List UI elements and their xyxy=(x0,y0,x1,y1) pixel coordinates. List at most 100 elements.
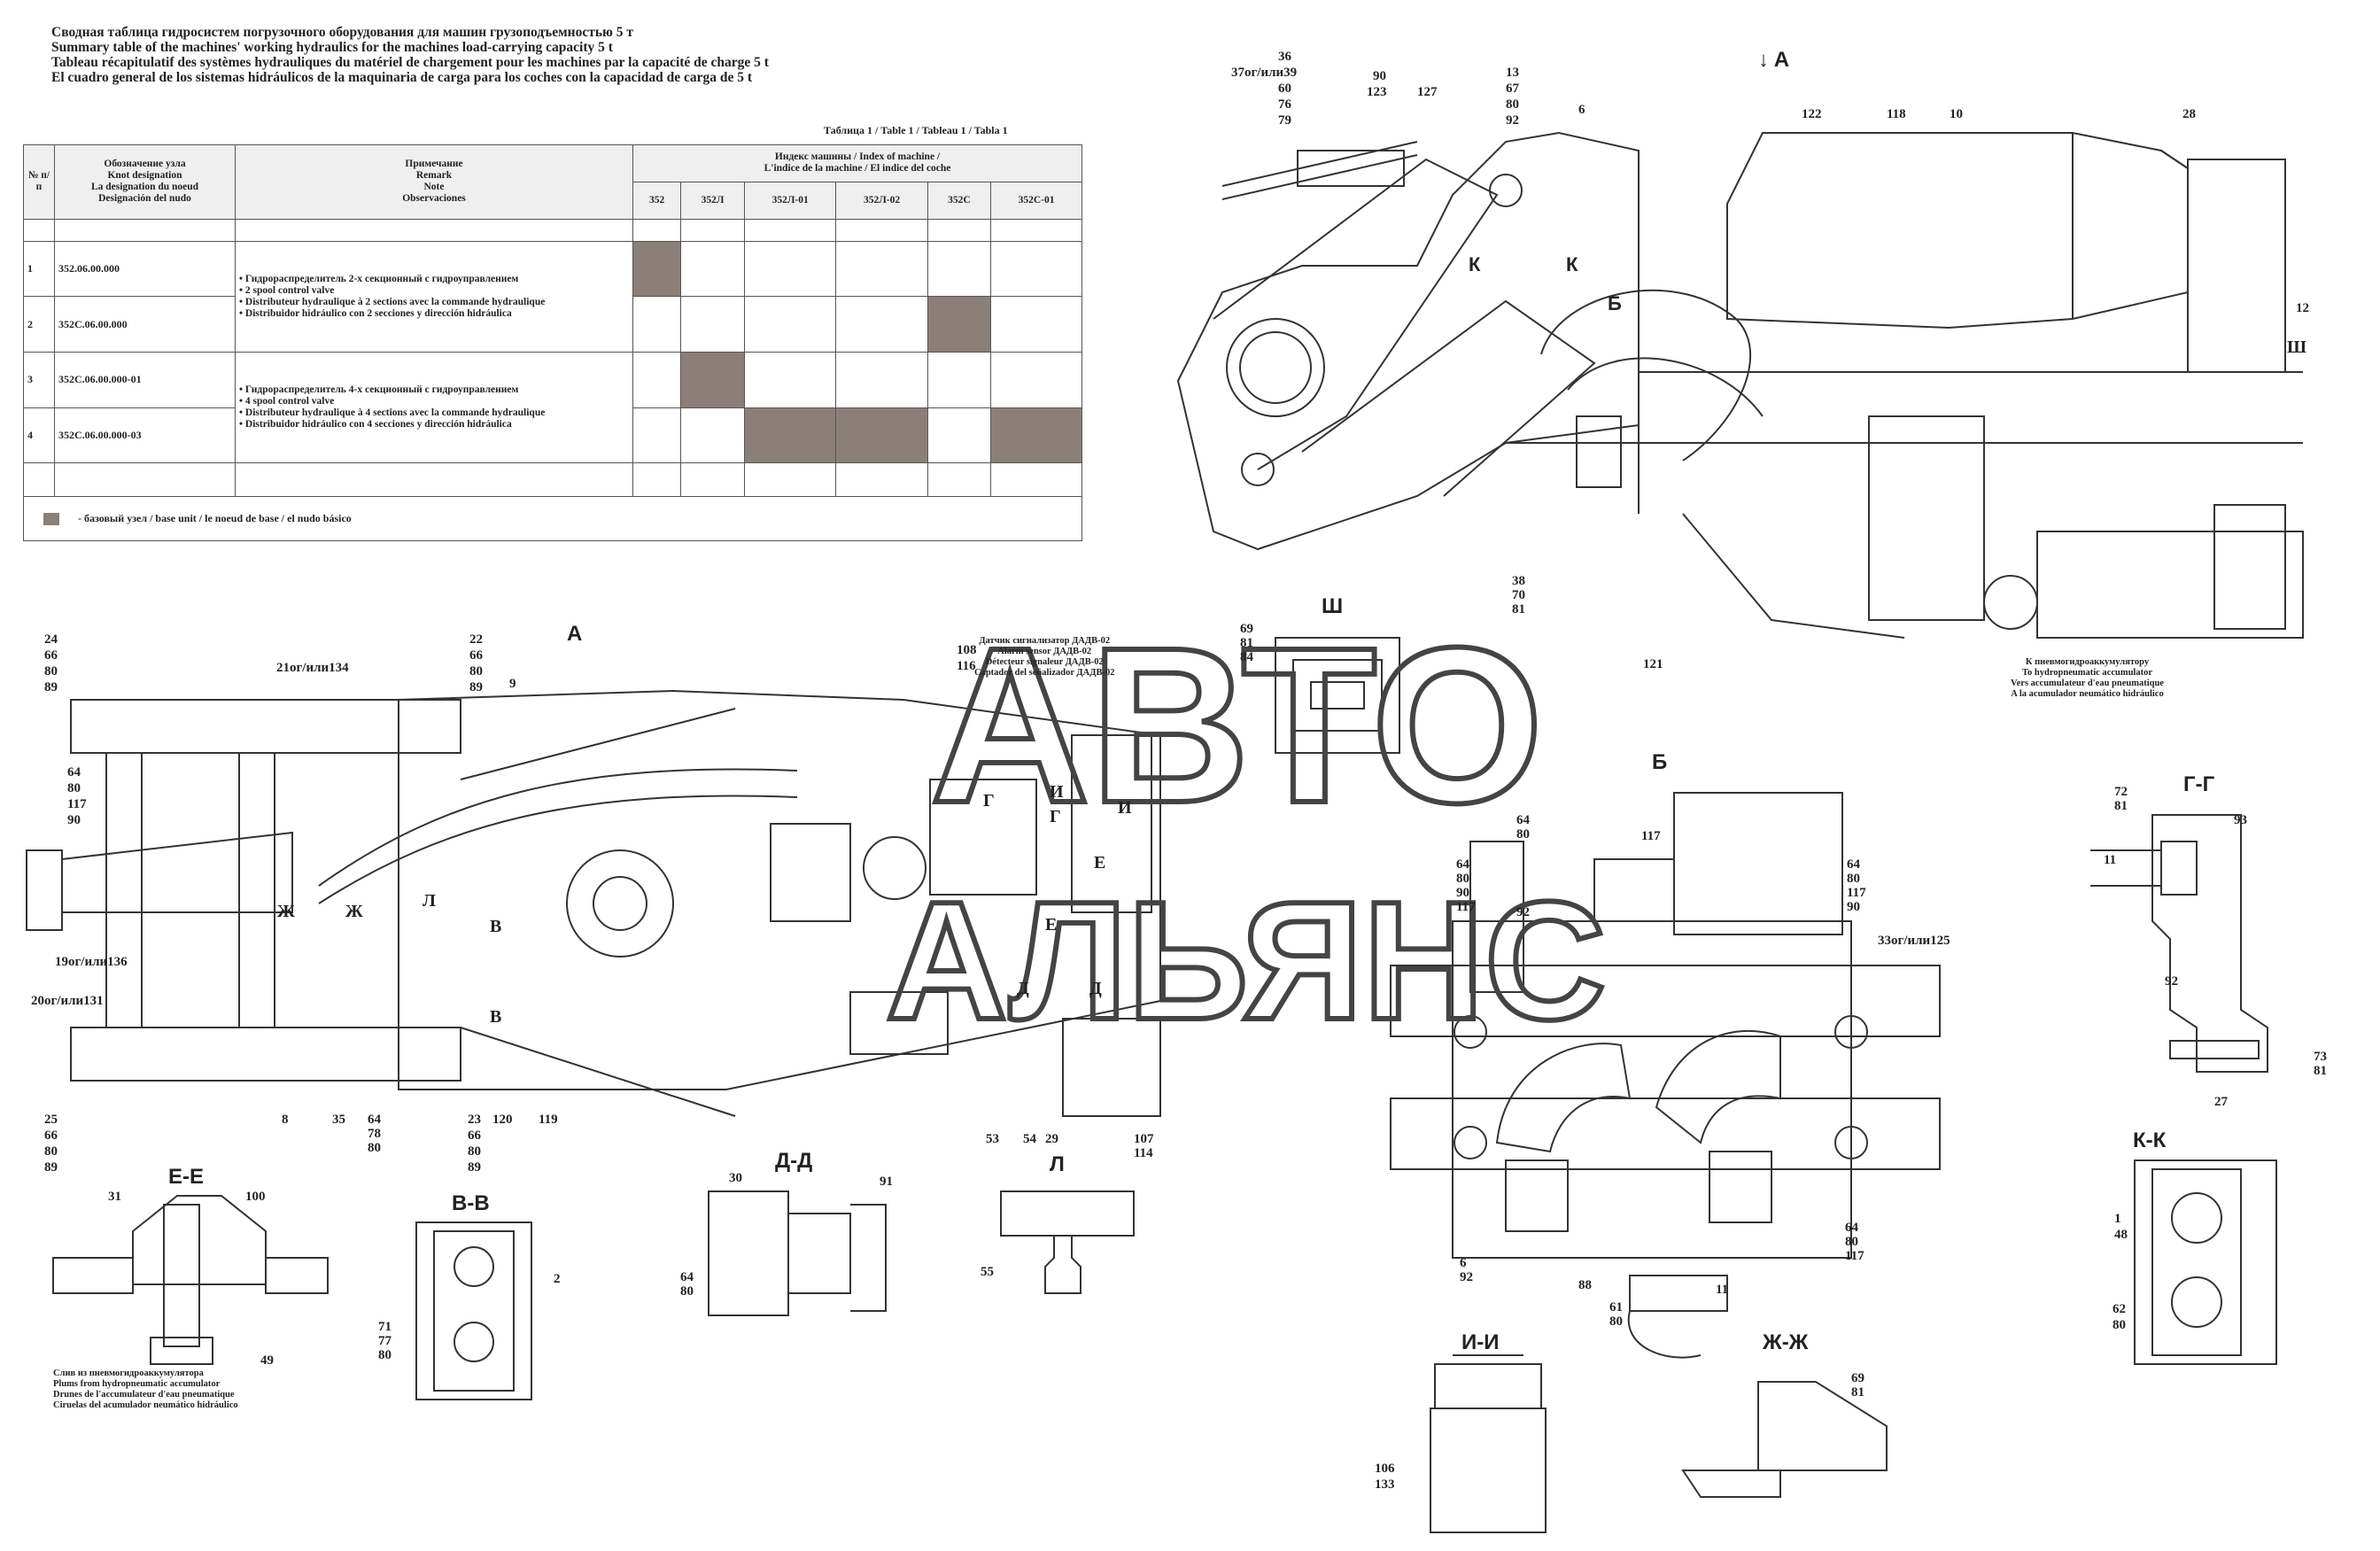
section-kk-title: К-К xyxy=(2133,1128,2167,1152)
callout: 2 xyxy=(554,1272,561,1286)
callout: 19ог/или136 xyxy=(55,955,128,969)
row-num: 2 xyxy=(23,296,55,353)
title-ru: Сводная таблица гидросистем погрузочного… xyxy=(51,25,633,40)
title-es: El cuadro general de los sistemas hidráu… xyxy=(51,70,753,85)
note-line: • 4 spool control valve xyxy=(239,396,335,407)
col-header-note: Примечание Remark Note Observaciones xyxy=(235,144,633,220)
table-spacer-row xyxy=(23,462,1082,497)
callout: 119 xyxy=(539,1113,558,1127)
callout: 36 xyxy=(1278,50,1292,64)
callout: 62 xyxy=(2113,1302,2126,1316)
base-cell xyxy=(926,296,992,353)
callout: 29 xyxy=(1045,1132,1058,1146)
callout: 80 xyxy=(44,1144,58,1159)
cut-mark-i1: И xyxy=(1050,782,1064,802)
cut-mark-d1: Д xyxy=(1017,979,1029,998)
cut-mark-v2: В xyxy=(490,1007,501,1027)
callout: 66 xyxy=(469,648,484,663)
section-ii-title: И-И xyxy=(1461,1330,1500,1354)
callout: 118 xyxy=(1887,107,1906,121)
callout: 55 xyxy=(981,1265,994,1279)
callout: 67 xyxy=(1506,81,1520,96)
note-line: • Гидрораспределитель 4-х секционный с г… xyxy=(239,384,519,396)
callout: 49 xyxy=(260,1353,274,1368)
callout: 64 xyxy=(1516,813,1531,827)
callout: 24 xyxy=(44,632,58,647)
callout: 80 xyxy=(378,1348,391,1362)
callout: 37ог/или39 xyxy=(1231,66,1297,80)
index-cell xyxy=(835,351,928,408)
drain-note-fr: Drunes de l'accumulateur d'eau pneumatiq… xyxy=(53,1390,235,1400)
machine-col-352l-01: 352Л-01 xyxy=(743,181,837,220)
accumulator-note-es: A la acumulador neumático hidráulico xyxy=(2011,689,2164,699)
callout: 66 xyxy=(44,648,58,663)
row-unit: 352С.06.00.000 xyxy=(54,296,236,353)
section-gg-title: Г-Г xyxy=(2183,772,2215,796)
callout: 81 xyxy=(1240,636,1253,650)
callout: 89 xyxy=(44,680,58,694)
callout: 90 xyxy=(1847,900,1860,914)
callout: 80 xyxy=(680,1284,694,1299)
legend-text: - базовый узел / base unit / le noeud de… xyxy=(78,511,352,524)
section-zhzh-view xyxy=(1681,1381,1888,1498)
row-note-4spool: • Гидрораспределитель 4-х секционный с г… xyxy=(235,351,633,464)
callout: 27 xyxy=(2214,1095,2229,1109)
callout: 11 xyxy=(2104,853,2116,867)
col-header-note-es: Observaciones xyxy=(402,193,466,205)
callout: 13 xyxy=(1506,66,1519,80)
base-cell xyxy=(680,351,745,408)
cut-mark-e2: Е xyxy=(1045,915,1057,934)
section-l-view xyxy=(1000,1190,1135,1294)
cut-mark-l: Л xyxy=(423,891,436,911)
callout: 106 xyxy=(1375,1462,1395,1476)
note-line: • Distribuidor hidráulico con 2 seccione… xyxy=(239,307,512,319)
section-zhzh-title: Ж-Ж xyxy=(1762,1330,1809,1354)
row-unit: 352С.06.00.000-01 xyxy=(54,351,236,408)
section-sh-view xyxy=(1275,637,1400,754)
callout: 8 xyxy=(282,1113,289,1127)
callout: 80 xyxy=(1516,827,1530,841)
section-l-title: Л xyxy=(1050,1152,1065,1176)
note-line: • Гидрораспределитель 2-х секционный с г… xyxy=(239,273,519,284)
index-cell xyxy=(990,296,1082,353)
callout: 80 xyxy=(67,781,81,795)
title-en: Summary table of the machines' working h… xyxy=(51,40,613,55)
view-b-title: Б xyxy=(1652,750,1667,774)
callout: 80 xyxy=(1609,1314,1623,1329)
callout: 69 xyxy=(1240,622,1253,636)
callout: 48 xyxy=(2114,1228,2128,1242)
machine-col-352s-01: 352С-01 xyxy=(990,181,1082,220)
sensor-note-ru: Датчик сигнализатор ДАДВ-02 xyxy=(979,636,1111,646)
callout: 66 xyxy=(468,1128,482,1143)
callout: 117 xyxy=(67,797,87,811)
callout: 89 xyxy=(468,1160,481,1175)
col-header-unit-fr: La designation du noeud xyxy=(90,182,199,193)
callout: 92 xyxy=(1506,113,1519,128)
callout: 72 xyxy=(2114,785,2128,799)
callout: 78 xyxy=(368,1127,381,1141)
callout: 80 xyxy=(1456,872,1469,886)
callout: 80 xyxy=(1847,872,1860,886)
col-header-index-l1: Индекс машины / Index of machine / xyxy=(774,151,941,163)
index-cell xyxy=(835,240,928,298)
callout: 92 xyxy=(2165,974,2178,989)
index-cell xyxy=(835,296,928,353)
callout: 123 xyxy=(1367,85,1387,99)
section-vv-title: В-В xyxy=(452,1191,490,1215)
callout: 35 xyxy=(332,1113,345,1127)
summary-table: № п/п Обозначение узла Knot designation … xyxy=(23,144,1082,542)
callout: 117 xyxy=(1845,1249,1864,1263)
callout: 28 xyxy=(2182,107,2196,121)
section-kk-view xyxy=(2134,1159,2277,1365)
callout: 93 xyxy=(2234,813,2247,827)
callout: 81 xyxy=(2114,799,2128,813)
callout: 90 xyxy=(67,813,81,827)
callout: 120 xyxy=(492,1113,513,1127)
section-sh-title: Ш xyxy=(1322,594,1343,618)
cut-mark-k2: К xyxy=(1566,253,1578,275)
callout: 73 xyxy=(2314,1050,2327,1064)
drain-note: Слив из пневмогидроаккумулятора Plums fr… xyxy=(53,1369,238,1411)
note-line: • Distribuidor hidráulico con 4 seccione… xyxy=(239,419,512,430)
callout: 64 xyxy=(1845,1221,1859,1235)
machine-col-352l-02: 352Л-02 xyxy=(835,181,928,220)
